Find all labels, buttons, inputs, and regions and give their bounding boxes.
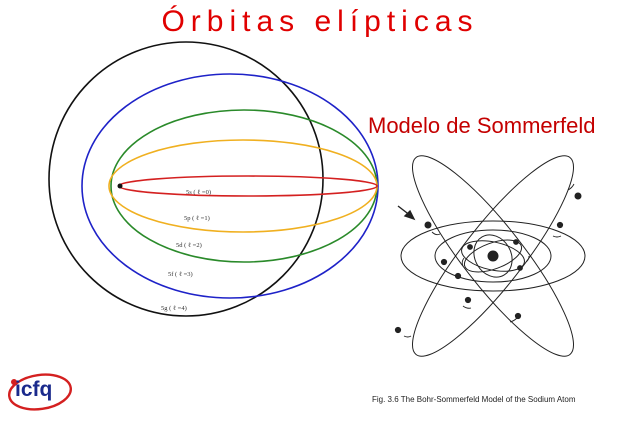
electron — [424, 221, 432, 229]
electron — [513, 239, 519, 245]
electron — [556, 221, 564, 229]
orbit-5g — [48, 41, 324, 317]
outer-orbit-3 — [400, 220, 586, 292]
electron — [464, 296, 472, 304]
inner-orbit-1 — [461, 240, 525, 272]
electron — [514, 312, 522, 320]
orbit-label-5d: 5d ( ℓ =2) — [176, 242, 202, 249]
orbit-5s — [118, 175, 378, 197]
pointer-arrow — [397, 205, 416, 221]
electrons — [394, 192, 582, 334]
icfq-logo: icfq — [15, 378, 53, 401]
electron — [440, 258, 448, 266]
middle-orbit — [434, 229, 552, 283]
electron — [467, 244, 473, 250]
orbit-5p — [108, 139, 378, 233]
page-title: Órbitas elípticas — [161, 5, 479, 38]
orbit-label-5p: 5p ( ℓ =1) — [184, 215, 210, 222]
sodium-atom-diagram — [394, 155, 586, 357]
electron — [574, 192, 582, 200]
outer-orbit-2 — [411, 155, 575, 357]
orbit-label-5f: 5f ( ℓ =3) — [168, 271, 193, 278]
electron — [394, 326, 402, 334]
inner-orbit-3 — [473, 234, 513, 278]
orbit-label-5s: 5s ( ℓ =0) — [186, 189, 211, 196]
orbit-5f — [81, 73, 379, 299]
icfq-logo-ring — [8, 373, 72, 411]
electron — [517, 265, 523, 271]
diagram-subtitle: Modelo de Sommerfeld — [368, 113, 596, 138]
electron — [454, 272, 462, 280]
figure-caption: Fig. 3.6 The Bohr-Sommerfeld Model of th… — [372, 395, 576, 404]
orbit-label-5g: 5g ( ℓ =4) — [161, 305, 187, 312]
orbit-5d — [110, 109, 378, 263]
inner-orbit-2 — [463, 239, 523, 273]
outer-orbit-1 — [411, 155, 575, 357]
sodium-nucleus — [487, 250, 499, 262]
orbit-labels: 5s ( ℓ =0) 5p ( ℓ =1) 5d ( ℓ =2) 5f ( ℓ … — [161, 189, 211, 312]
nucleus-dot — [117, 183, 123, 189]
motion-arrows — [403, 183, 575, 338]
sommerfeld-orbits — [48, 41, 379, 317]
